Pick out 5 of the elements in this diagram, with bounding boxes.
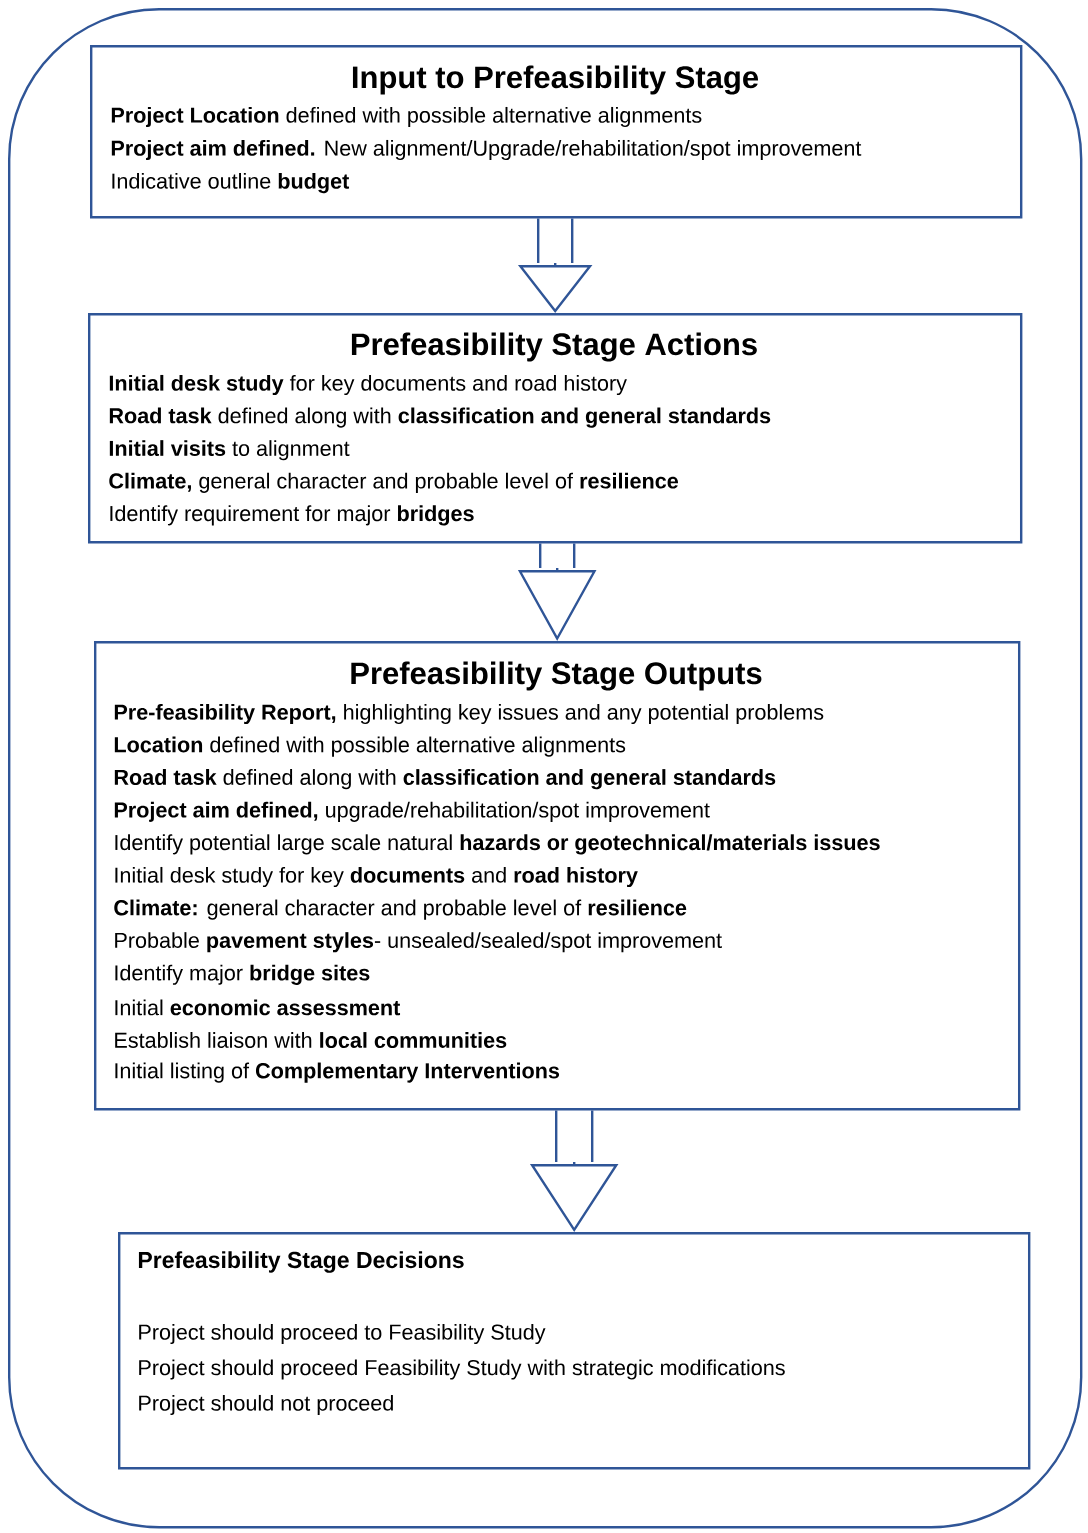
process-box: Prefeasibility Stage Actions Initial desk study for key documents and road history Road task defined along with classification and general standards Initial visits to alignment Climate, general character and probable level of resilience Identify requirement for major bridges [88, 313, 1023, 544]
frame-outline [8, 8, 1083, 1529]
process-box: Prefeasibility Stage Decisions Project should proceed to Feasibility Study Project should proceed Feasibility Study with strategic modifications Project should not proceed [118, 1232, 1031, 1470]
process-box: Input to Prefeasibility Stage Project Location defined with possible alternative alignments Project aim defined. New alignment/Upgrade/rehabilitation/spot improvement Indicative outline budget [90, 45, 1023, 219]
process-box: Prefeasibility Stage Outputs Pre-feasibility Report, highlighting key issues and any potential problems Location defined with possible alternative alignments Road task defined along with classification and general standards Project aim defined, upgrade/rehabilitation/spot improvement Identify potential large scale natural hazards or geotechnical/materials issues Initial desk study for key documents and road history Climate: general character and probable level of resilience Probable pavement styles- unsealed/sealed/spot improvement Identify major bridge sites Initial economic assessment Establish liaison with local communities Initial listing of Complementary Interventions [94, 641, 1021, 1111]
